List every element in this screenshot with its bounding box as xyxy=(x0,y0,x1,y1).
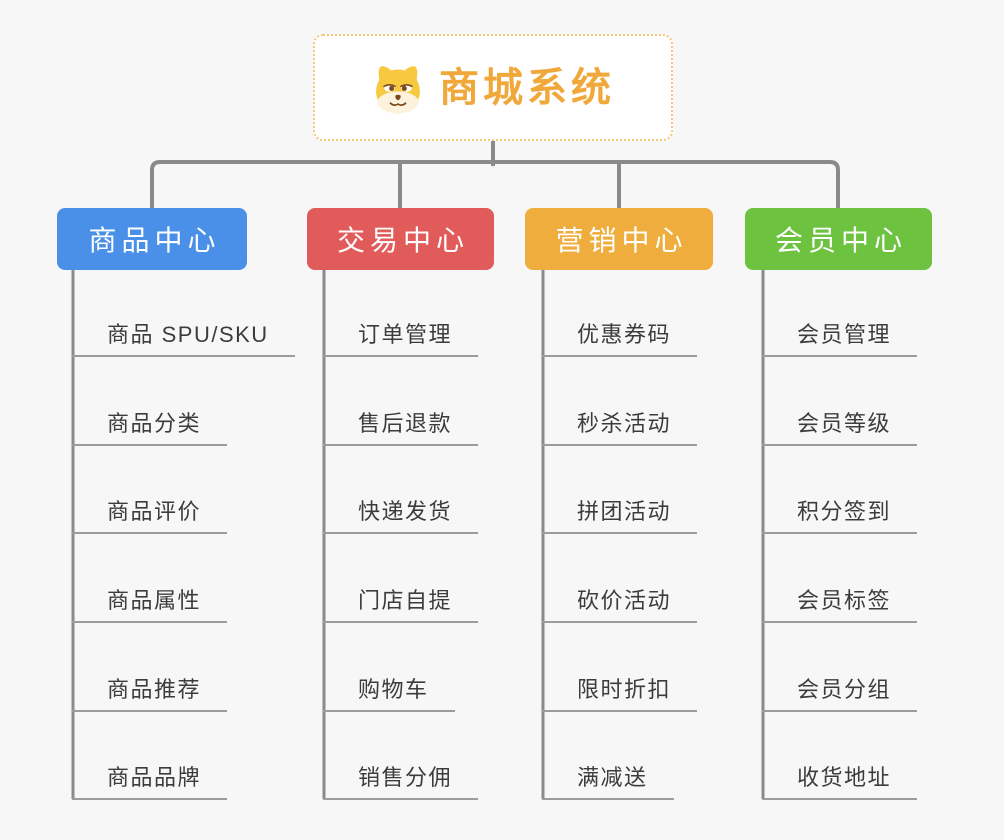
branch-label: 营销中心 xyxy=(555,225,688,256)
branch-trade-center[interactable]: 交易中心 xyxy=(307,208,494,270)
leaf-node[interactable]: 快递发货 xyxy=(323,498,479,534)
branch-marketing-center[interactable]: 营销中心 xyxy=(525,208,713,270)
leaf-node[interactable]: 拼团活动 xyxy=(542,498,698,534)
leaf-node[interactable]: 砍价活动 xyxy=(542,587,698,623)
leaf-node[interactable]: 商品推荐 xyxy=(72,676,228,712)
root-title: 商城系统 xyxy=(439,65,615,110)
dog-icon xyxy=(376,65,420,113)
leaf-node[interactable]: 门店自提 xyxy=(323,587,479,623)
leaf-node[interactable]: 秒杀活动 xyxy=(542,410,698,446)
leaf-node[interactable]: 商品品牌 xyxy=(72,764,228,800)
leaf-node[interactable]: 商品评价 xyxy=(72,498,228,534)
leaf-node[interactable]: 收货地址 xyxy=(762,764,918,800)
root-node[interactable]: 商城系统 xyxy=(313,34,673,141)
leaf-node[interactable]: 优惠券码 xyxy=(542,321,698,357)
leaf-node[interactable]: 售后退款 xyxy=(323,410,479,446)
leaf-node[interactable]: 会员等级 xyxy=(762,410,918,446)
leaf-node[interactable]: 销售分佣 xyxy=(323,764,479,800)
leaf-node[interactable]: 购物车 xyxy=(323,676,455,712)
connector-bus xyxy=(150,160,840,209)
leaf-node[interactable]: 会员管理 xyxy=(762,321,918,357)
leaf-node[interactable]: 商品属性 xyxy=(72,587,228,623)
leaf-node[interactable]: 商品分类 xyxy=(72,410,228,446)
leaf-node[interactable]: 满减送 xyxy=(542,764,674,800)
branch-label: 商品中心 xyxy=(88,225,221,256)
leaf-node[interactable]: 订单管理 xyxy=(323,321,479,357)
branch-label: 交易中心 xyxy=(336,225,469,256)
leaf-node[interactable]: 会员标签 xyxy=(762,587,918,623)
leaf-node[interactable]: 会员分组 xyxy=(762,676,918,712)
leaf-node[interactable]: 限时折扣 xyxy=(542,676,698,712)
branch-member-center[interactable]: 会员中心 xyxy=(745,208,932,270)
leaf-node[interactable]: 商品 SPU/SKU xyxy=(72,321,295,357)
leaf-node[interactable]: 积分签到 xyxy=(762,498,918,534)
branch-product-center[interactable]: 商品中心 xyxy=(57,208,247,270)
branch-label: 会员中心 xyxy=(774,225,907,256)
